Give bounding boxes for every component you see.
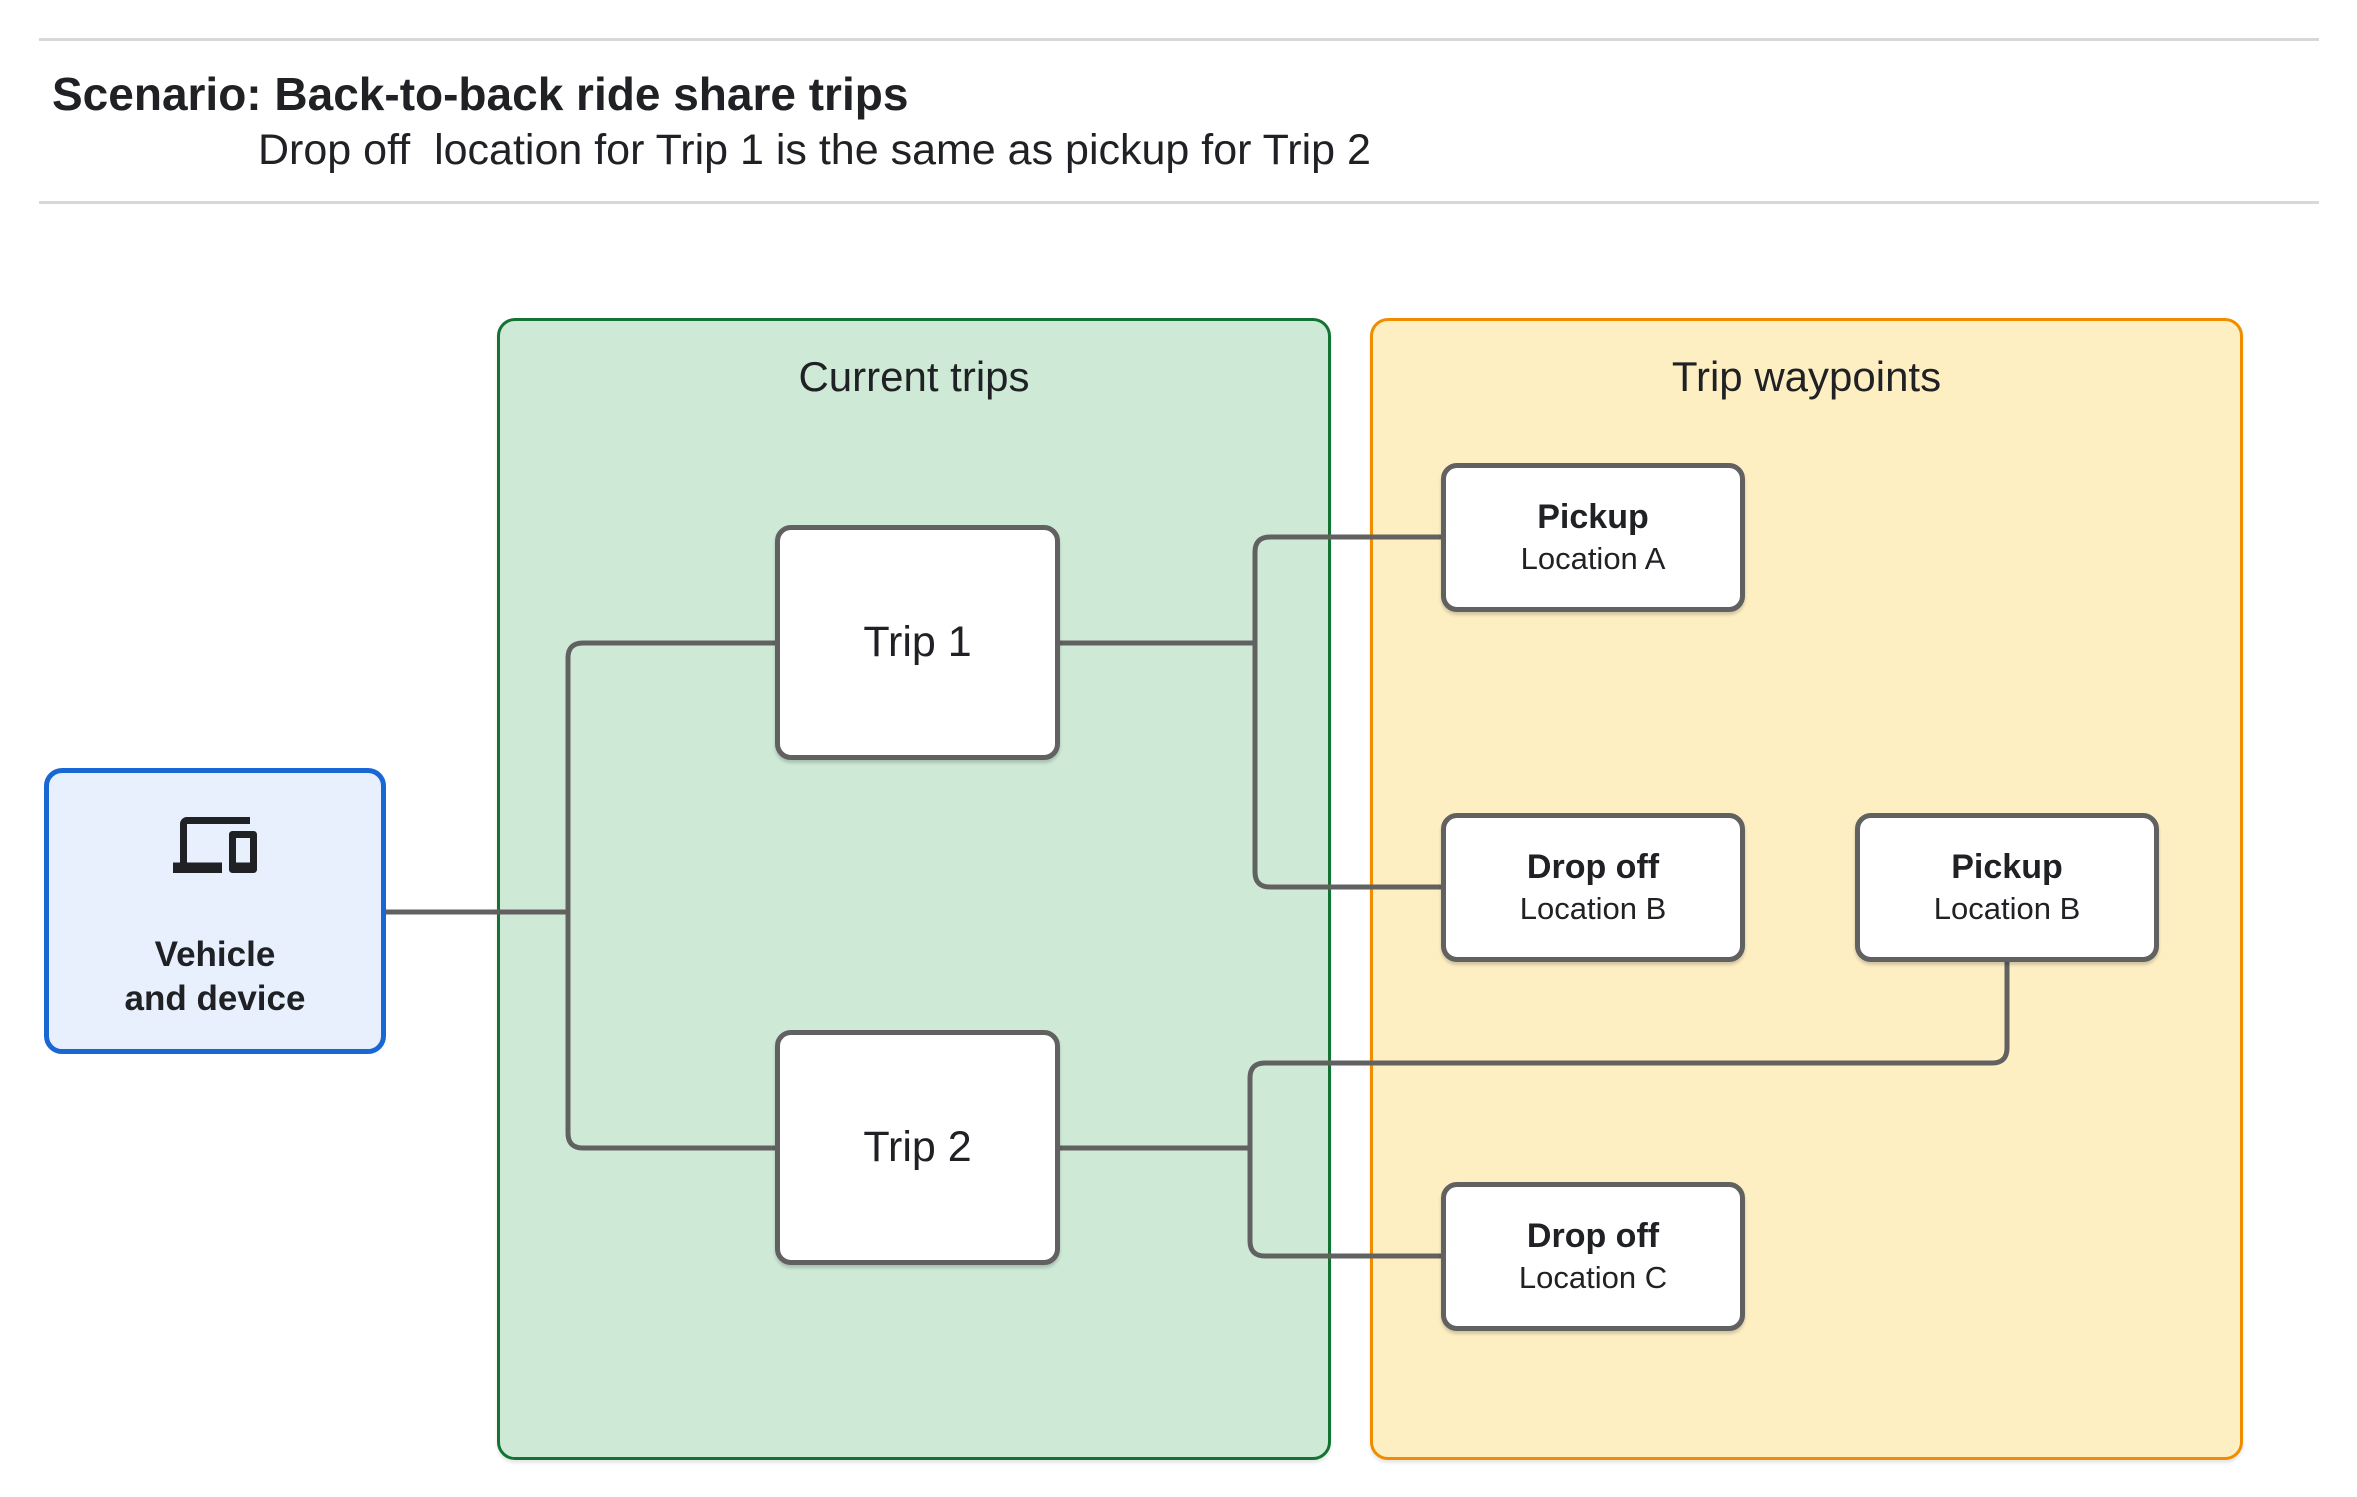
trip-1-label: Trip 1 xyxy=(863,618,972,666)
waypoint-title: Pickup xyxy=(1951,848,2063,886)
connector-trip1-to-waypoints xyxy=(1252,534,1443,890)
page-title: Scenario: Back-to-back ride share trips xyxy=(52,68,909,120)
waypoint-subtitle: Location A xyxy=(1520,541,1666,576)
trip-2-node: Trip 2 xyxy=(775,1030,1060,1265)
waypoint-dropoff-location-c: Drop off Location C xyxy=(1441,1182,1745,1331)
devices-icon xyxy=(173,817,257,873)
vehicle-node-label: Vehicle and device xyxy=(125,933,306,1021)
header-bottom-divider xyxy=(39,201,2319,204)
waypoint-subtitle: Location B xyxy=(1933,891,2081,926)
waypoint-pickup-location-a: Pickup Location A xyxy=(1441,463,1745,612)
connector-trip2-to-waypoints xyxy=(1247,960,2010,1259)
trip-waypoints-title: Trip waypoints xyxy=(1671,353,1942,400)
vehicle-label-line2: and device xyxy=(124,979,306,1018)
header-top-divider xyxy=(39,38,2319,41)
waypoint-dropoff-location-b: Drop off Location B xyxy=(1441,813,1745,962)
connector-trunk-to-trips xyxy=(565,640,775,1151)
vehicle-label-line1: Vehicle xyxy=(154,935,276,974)
waypoint-subtitle: Location B xyxy=(1519,891,1667,926)
vehicle-and-device-node: Vehicle and device xyxy=(44,768,386,1054)
waypoint-title: Drop off xyxy=(1526,848,1660,886)
current-trips-title: Current trips xyxy=(798,353,1030,400)
trip-1-node: Trip 1 xyxy=(775,525,1060,760)
trip-2-label: Trip 2 xyxy=(863,1123,972,1171)
waypoint-title: Drop off xyxy=(1526,1217,1660,1255)
current-trips-group: Current trips xyxy=(497,318,1331,1460)
waypoint-subtitle: Location C xyxy=(1518,1260,1668,1295)
page-subtitle: Drop off location for Trip 1 is the same… xyxy=(258,126,1371,174)
waypoint-pickup-location-b: Pickup Location B xyxy=(1855,813,2159,962)
waypoint-title: Pickup xyxy=(1537,498,1649,536)
